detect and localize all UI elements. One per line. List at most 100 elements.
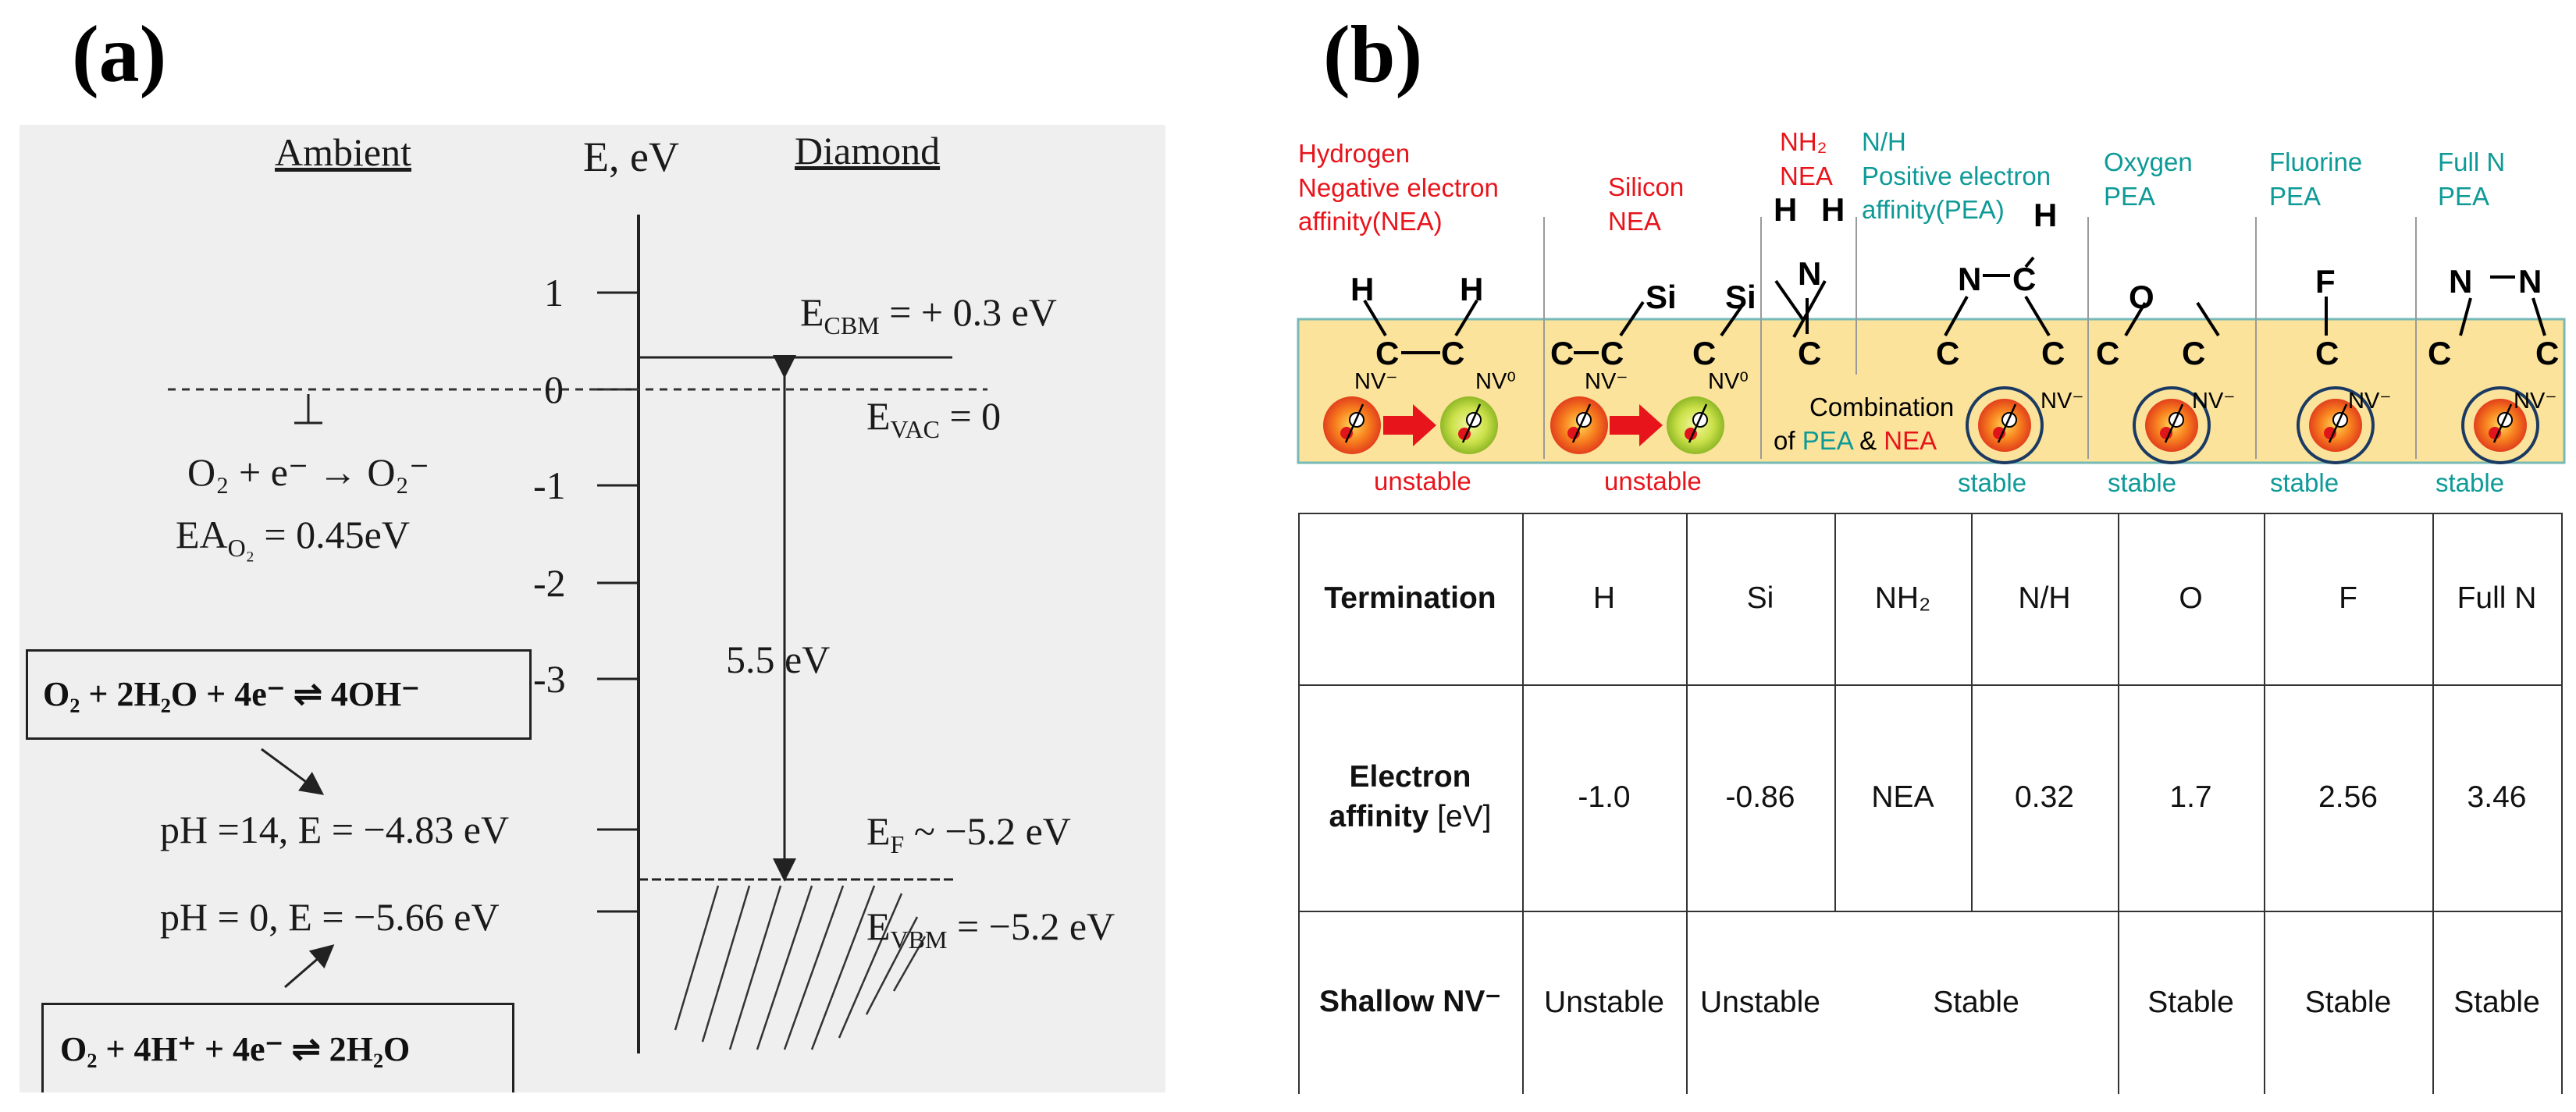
atom-c: C (1600, 335, 1624, 371)
atom-h: H (1350, 271, 1375, 307)
ph0-level: pH = 0, E = −5.66 eV (160, 895, 500, 939)
atom-c: C (2315, 335, 2339, 371)
atom-f: F (2315, 263, 2336, 300)
band-diagram-graphics (168, 215, 987, 1053)
nv-stability-cell: Stable (2304, 985, 2392, 1019)
row-header-electron-affinity: Electron affinity [eV] (1329, 760, 1492, 833)
nv-minus-label: NV⁻ (1585, 369, 1628, 394)
affinity-cell: 3.46 (2467, 780, 2527, 814)
oxygen-electron-affinity: EAO₂ = 0.45eV (176, 513, 410, 562)
atom-c: C (2182, 335, 2206, 371)
e-f-label: EF ~ −5.2 eV (866, 809, 1071, 858)
row-header-shallow-nv: Shallow NV⁻ (1319, 985, 1501, 1019)
atom-c: C (1550, 335, 1574, 371)
nv-center-stable-icon (2297, 386, 2375, 464)
status-stable: stable (2435, 468, 2505, 497)
atom-c: C (2096, 335, 2120, 371)
nv-stability-cell: Unstable (1700, 985, 1820, 1019)
atom-h: H (1774, 191, 1798, 228)
atom-h: H (1460, 271, 1484, 307)
combination-detail: of PEA & NEA (1774, 426, 1937, 455)
nv-minus-label: NV⁻ (2514, 389, 2557, 414)
termination-cell: F (2339, 581, 2357, 615)
row-header-termination: Termination (1324, 581, 1496, 615)
atom-c: C (2012, 261, 2037, 297)
nv-center-stable-icon (1966, 386, 2044, 464)
tick-label: -2 (533, 561, 566, 605)
panel-label-b: (b) (1323, 9, 1423, 99)
atom-c: C (1936, 335, 1960, 371)
status-unstable: unstable (1604, 467, 1702, 496)
nv-minus-label: NV⁻ (2041, 389, 2084, 414)
nv-minus-label: NV⁻ (1354, 369, 1398, 394)
atom-h: H (1821, 191, 1845, 228)
combination-label: Combination (1809, 393, 1955, 421)
affinity-cell: NEA (1871, 780, 1934, 814)
energy-axis-label: E, eV (583, 133, 679, 180)
atom-si: Si (1725, 279, 1756, 315)
nv-stability-cell: Unstable (1544, 985, 1664, 1019)
nv-center-icon (1550, 396, 1608, 454)
termination-cell: Full N (2457, 581, 2537, 615)
nv-stability-cell: Stable (1933, 985, 2019, 1019)
band-diagram-panel: Ambient E, eV Diamond (20, 125, 1165, 1092)
status-stable: stable (1958, 468, 2027, 497)
ph14-level: pH =14, E = −4.83 eV (160, 808, 510, 851)
nv-zero-label: NV⁰ (1708, 369, 1749, 394)
atom-c: C (2535, 335, 2560, 371)
status-unstable: unstable (1374, 467, 1471, 496)
termination-cell: Si (1746, 581, 1774, 615)
band-gap-label: 5.5 eV (726, 638, 831, 681)
diamond-header: Diamond (795, 129, 941, 172)
atom-n: N (1958, 261, 1982, 297)
atom-c: C (2041, 335, 2065, 371)
nv-minus-label: NV⁻ (2348, 389, 2392, 414)
tick-label: -1 (533, 464, 566, 507)
reaction-box-acidic (41, 1003, 514, 1092)
atom-c: C (1375, 335, 1400, 371)
atom-c: C (1441, 335, 1465, 371)
tick-label: 0 (544, 368, 564, 411)
arrow-icon (1383, 404, 1436, 446)
e-vbm-label: EVBM = −5.2 eV (866, 904, 1115, 954)
valence-band-hatching (674, 885, 927, 1050)
properties-table: Termination Electron affinity [eV] Shall… (1298, 513, 2563, 1094)
reaction-basic: O₂ + 2H₂O + 4e⁻ ⇌ 4OH⁻ (43, 675, 420, 713)
affinity-cell: 0.32 (2015, 780, 2074, 814)
atom-h: H (2033, 197, 2058, 233)
nv-center-stable-icon (2133, 386, 2211, 464)
termination-cell: N/H (2018, 581, 2071, 615)
nv-center-icon (1667, 396, 1724, 454)
nv-center-icon (1323, 396, 1381, 454)
atom-c: C (1798, 335, 1822, 371)
affinity-cell: 2.56 (2318, 780, 2378, 814)
nv-stability-cell: Stable (2147, 985, 2234, 1019)
atom-n: N (2518, 263, 2542, 300)
nv-minus-label: NV⁻ (2192, 389, 2236, 414)
reaction-box-basic (26, 649, 532, 740)
nv-center-stable-icon (2461, 386, 2539, 464)
arrow-icon (1610, 404, 1663, 446)
nv-stability-cell: Stable (2453, 985, 2540, 1019)
atom-si: Si (1646, 279, 1677, 315)
nv-zero-label: NV⁰ (1475, 369, 1516, 394)
oxygen-reduction-reaction: O₂ + e⁻ → O₂⁻ (187, 450, 430, 494)
atom-c: C (2428, 335, 2452, 371)
surface-termination-illustration (1297, 217, 2566, 464)
atom-n: N (2449, 263, 2473, 300)
atom-n: N (1798, 255, 1822, 292)
termination-cell: H (1592, 581, 1616, 615)
atom-o: O (2129, 279, 2154, 315)
tick-label: 1 (544, 271, 564, 314)
atom-c: C (1692, 335, 1717, 371)
ambient-header: Ambient (275, 130, 411, 174)
status-stable: stable (2270, 468, 2339, 497)
reaction-acidic: O₂ + 4H⁺ + 4e⁻ ⇌ 2H₂O (60, 1030, 411, 1068)
